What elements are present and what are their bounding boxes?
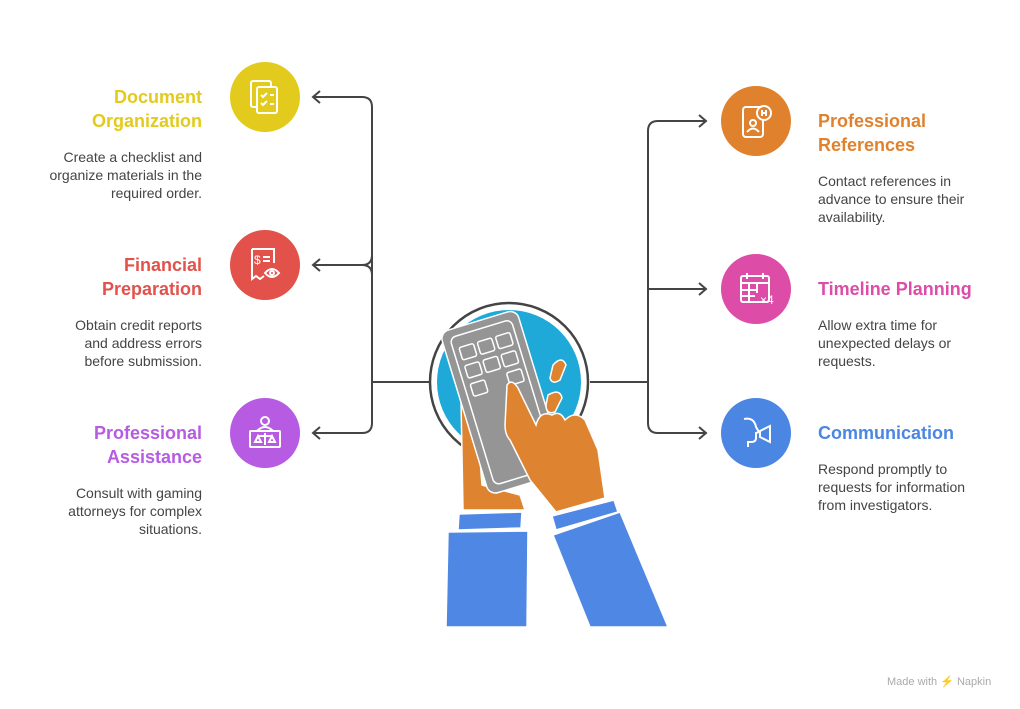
footer-watermark: Made with ⚡ Napkin <box>887 675 991 688</box>
megaphone-speaking-icon <box>721 398 791 468</box>
checklist-documents-icon <box>230 62 300 132</box>
footer-brand: Napkin <box>956 676 992 688</box>
phone-contact-icon <box>721 86 791 156</box>
financial-receipt-eye-icon: $ <box>230 230 300 300</box>
lawyer-scales-icon <box>230 398 300 468</box>
napkin-logo-icon: ⚡ <box>940 676 954 688</box>
footer-text: Made with <box>887 676 938 688</box>
svg-text:$: $ <box>254 253 261 267</box>
item-title: Communication <box>818 423 955 443</box>
calendar-icon: ×4 <box>721 254 791 324</box>
svg-text:×4: ×4 <box>760 293 774 307</box>
item-title: Timeline Planning <box>818 279 972 299</box>
hands-calculator-illustration <box>428 301 670 628</box>
